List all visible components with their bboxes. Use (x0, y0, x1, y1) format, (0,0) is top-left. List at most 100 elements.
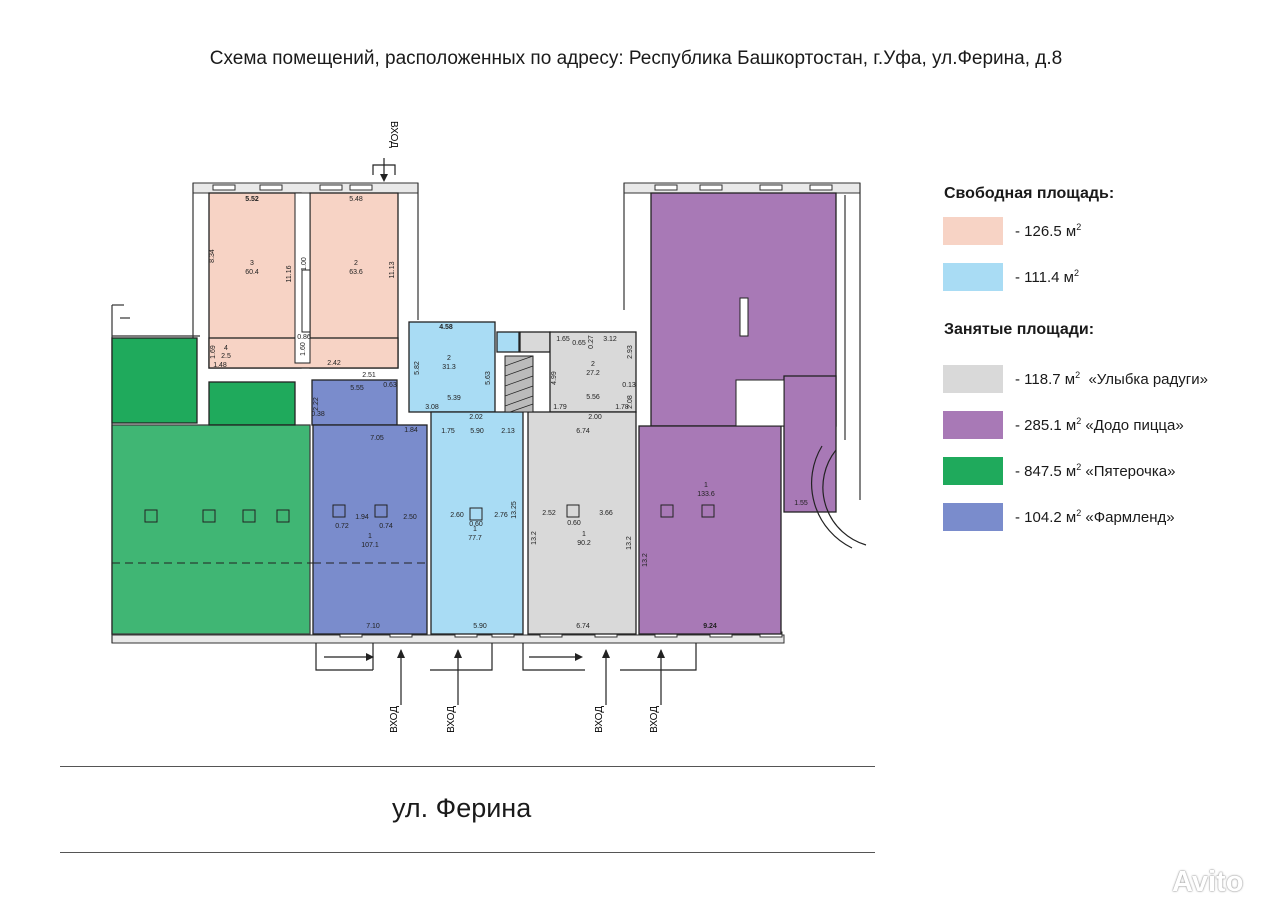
room-green-3 (111, 424, 311, 635)
room-number: 3 (250, 260, 254, 267)
legend-area: - 111.4 (1015, 269, 1060, 286)
room-pharm-top (311, 379, 398, 426)
room-number: 1 (368, 533, 372, 540)
street-name: ул. Ферина (392, 793, 532, 823)
room-area: 31.3 (442, 364, 456, 371)
dimension-label: 0.74 (379, 523, 393, 530)
room-green-2 (208, 381, 296, 426)
dimension-label: 5.56 (586, 394, 600, 401)
room-area: 77.7 (468, 535, 482, 542)
dimension-label: 13.2 (531, 531, 538, 545)
dimension-label: 8.34 (209, 249, 216, 263)
dimension-label: 0.13 (622, 382, 636, 389)
room-grey-1 (527, 411, 637, 635)
legend-swatch (943, 411, 1003, 439)
legend-unit: м (1063, 269, 1074, 286)
dimension-label: 13.2 (642, 553, 649, 567)
dimension-label: 2.08 (627, 395, 634, 409)
dimension-label: 2.00 (588, 414, 602, 421)
dimension-label: 9.24 (703, 623, 717, 630)
room-blue-1 (430, 411, 524, 635)
dimension-label: 2.76 (494, 512, 508, 519)
legend-swatch (943, 217, 1003, 245)
room-area: 63.6 (349, 269, 363, 276)
dimension-label: 4.99 (551, 371, 558, 385)
room-blue-small (496, 331, 520, 353)
room-area: 133.6 (697, 491, 715, 498)
dimension-label: 5.82 (414, 361, 421, 375)
dimension-label: 2.42 (327, 360, 341, 367)
street-border-top (60, 766, 875, 767)
room-area: 107.1 (361, 542, 379, 549)
dimension-label: 2.93 (627, 345, 634, 359)
dimension-label: 0.27 (588, 335, 595, 349)
room-area: 60.4 (245, 269, 259, 276)
entrance-top-label: ВХОД (388, 121, 399, 148)
dimension-label: 1.00 (301, 257, 308, 271)
dimension-label: 1.69 (210, 345, 217, 359)
dimension-label: 2.50 (403, 514, 417, 521)
room-purple-1 (638, 425, 782, 635)
dimension-label: 1.65 (556, 336, 570, 343)
dimension-label: 3.12 (603, 336, 617, 343)
room-number: 4 (224, 345, 228, 352)
dimension-label: 2.52 (542, 510, 556, 517)
dimension-label: 4.58 (439, 324, 453, 331)
room-grey-small (519, 331, 551, 353)
room-area: 90.2 (577, 540, 591, 547)
room-area: 2.5 (221, 353, 231, 360)
dimension-label: 0.86 (297, 334, 311, 341)
legend-unit: м (1065, 463, 1077, 480)
dimension-label: 0.65 (572, 340, 586, 347)
room-number: 1 (582, 531, 586, 538)
dimension-label: 5.90 (470, 428, 484, 435)
legend-unit: м (1065, 417, 1077, 434)
street-border-bottom (60, 852, 875, 853)
room-number: 1 (704, 482, 708, 489)
legend-area: - 126.5 (1015, 223, 1062, 240)
dimension-label: 5.55 (350, 385, 364, 392)
entrance-4-label: ВХОД (649, 706, 660, 733)
legend-area: - 285.1 (1015, 417, 1062, 434)
legend-tenant: «Фармленд» (1085, 509, 1175, 526)
dimension-label: 5.52 (245, 196, 259, 203)
dimension-label: 1.48 (213, 362, 227, 369)
legend-free-heading: Свободная площадь: (944, 185, 1115, 202)
dimension-label: 1.79 (553, 404, 567, 411)
dimension-label: 5.63 (485, 371, 492, 385)
dimension-label: 6.74 (576, 428, 590, 435)
page-title: Схема помещений, расположенных по адресу… (209, 48, 1063, 69)
legend-swatch (943, 503, 1003, 531)
legend-tenant: «Улыбка радуги» (1088, 371, 1208, 388)
dimension-label: 1.78 (615, 404, 629, 411)
room-pharm-1 (312, 424, 428, 635)
dimension-label: 1.75 (441, 428, 455, 435)
dimension-label: 2.13 (501, 428, 515, 435)
dimension-label: 0.60 (469, 521, 483, 528)
legend-unit: м (1065, 509, 1077, 526)
dimension-label: 1.55 (794, 500, 808, 507)
room-area: 27.2 (586, 370, 600, 377)
dimension-label: 7.05 (370, 435, 384, 442)
room-blue-2 (408, 321, 496, 413)
dimension-label: 2.51 (362, 372, 376, 379)
legend-swatch (943, 263, 1003, 291)
entrance-3-label: ВХОД (594, 706, 605, 733)
dimension-label: 0.72 (335, 523, 349, 530)
dimension-label: 1.60 (300, 342, 307, 356)
dimension-label: 5.90 (473, 623, 487, 630)
room-purple-side (783, 375, 837, 513)
legend-area: - 847.5 (1015, 463, 1062, 480)
dimension-label: 7.10 (366, 623, 380, 630)
legend-tenant: «Додо пицца» (1085, 417, 1184, 434)
room-number: 2 (591, 361, 595, 368)
dimension-label: 3.08 (425, 404, 439, 411)
dimension-label: 2.02 (469, 414, 483, 421)
dimension-label: 6.74 (576, 623, 590, 630)
legend-swatch (943, 365, 1003, 393)
entrance-2-label: ВХОД (446, 706, 457, 733)
legend-tenant: «Пятерочка» (1085, 463, 1176, 480)
room-green-1 (111, 337, 198, 424)
dimension-label: 5.48 (349, 196, 363, 203)
